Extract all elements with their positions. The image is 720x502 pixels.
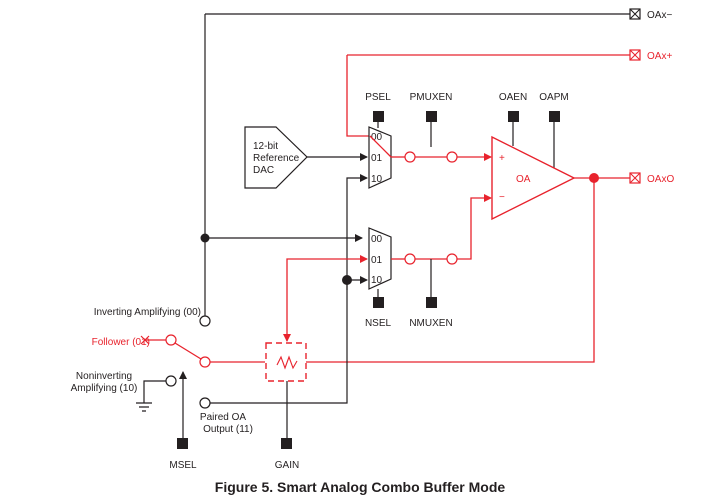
msel-control-icon: [177, 438, 188, 449]
oaen-control-icon: [508, 111, 519, 122]
op-amp: [491, 135, 576, 221]
pmux-input-00: 00: [371, 132, 383, 143]
pmux-00-wire: [346, 55, 370, 137]
noninverting-label-line2: Amplifying (10): [71, 383, 138, 394]
dac-label-line3: DAC: [253, 165, 274, 176]
pmux-input-01: 01: [371, 153, 383, 164]
inverting-terminal: [199, 315, 211, 327]
ground-wire: [143, 380, 166, 403]
op-amp-minus: −: [499, 192, 505, 203]
feedback-wire: [306, 178, 595, 363]
oa-plus-label: OAx+: [647, 51, 672, 62]
noninverting-label-line1: Noninverting: [76, 371, 132, 382]
resistor-icon: [276, 355, 298, 370]
oa-minus-pin-icon: [629, 8, 641, 20]
paired-output-terminal: [199, 397, 211, 409]
noninverting-terminal: [165, 375, 177, 387]
nmux-input-01: 01: [371, 255, 383, 266]
oa-out-pin-icon: [629, 172, 641, 184]
pmux-10-wire: [346, 174, 368, 290]
nmuxen-switch-right: [446, 253, 458, 265]
paired-output-wire: [210, 280, 348, 404]
gain-control-icon: [281, 438, 292, 449]
mode-switch-arm[interactable]: [174, 342, 202, 360]
oapm-label: OAPM: [539, 92, 568, 103]
follower-terminal: [165, 334, 177, 346]
figure-caption: Figure 5. Smart Analog Combo Buffer Mode: [214, 479, 506, 495]
op-amp-plus: +: [499, 153, 505, 164]
pmux-input-10: 10: [371, 174, 383, 185]
nmux-input-00: 00: [371, 234, 383, 245]
dac-label-line1: 12-bit: [253, 141, 278, 152]
nmuxen-label: NMUXEN: [409, 318, 452, 329]
pmuxen-switch-right: [446, 151, 458, 163]
mode-switch-common: [199, 356, 211, 368]
oa-plus-pin-icon: [629, 49, 641, 61]
paired-label-line1: Paired OA: [200, 412, 246, 423]
oapm-control-icon: [549, 111, 560, 122]
ground-icon: [136, 402, 152, 412]
psel-control-icon: [373, 111, 384, 122]
op-amp-label: OA: [516, 174, 531, 185]
msel-label: MSEL: [169, 460, 197, 471]
nsel-label: NSEL: [365, 318, 392, 329]
follower-mode-label: Follower (01): [92, 337, 150, 348]
oa-minus-label: OAx−: [647, 10, 672, 21]
nmux-input-10: 10: [371, 275, 383, 286]
pmuxen-switch-left: [404, 151, 416, 163]
nmux-01-wire: [286, 255, 368, 330]
pmux-active-path: [369, 135, 392, 158]
gain-resistor-block: [265, 342, 307, 382]
gain-label: GAIN: [275, 460, 299, 471]
dac-block: [244, 126, 308, 189]
oa-out-label: OAxO: [647, 174, 674, 185]
dac-label-line2: Reference: [253, 153, 300, 164]
positive-mux: [368, 126, 392, 189]
pmuxen-control-icon: [426, 111, 437, 122]
nmuxen-switch-left: [404, 253, 416, 265]
nmuxen-control-icon: [426, 297, 437, 308]
oaen-label: OAEN: [499, 92, 527, 103]
paired-label-line2: Output (11): [203, 424, 253, 435]
pmuxen-label: PMUXEN: [410, 92, 453, 103]
negative-mux: [368, 227, 392, 290]
oa-minus-input-wire: [457, 194, 492, 260]
nsel-control-icon: [373, 297, 384, 308]
psel-label: PSEL: [365, 92, 391, 103]
inverting-mode-label: Inverting Amplifying (00): [94, 307, 201, 318]
